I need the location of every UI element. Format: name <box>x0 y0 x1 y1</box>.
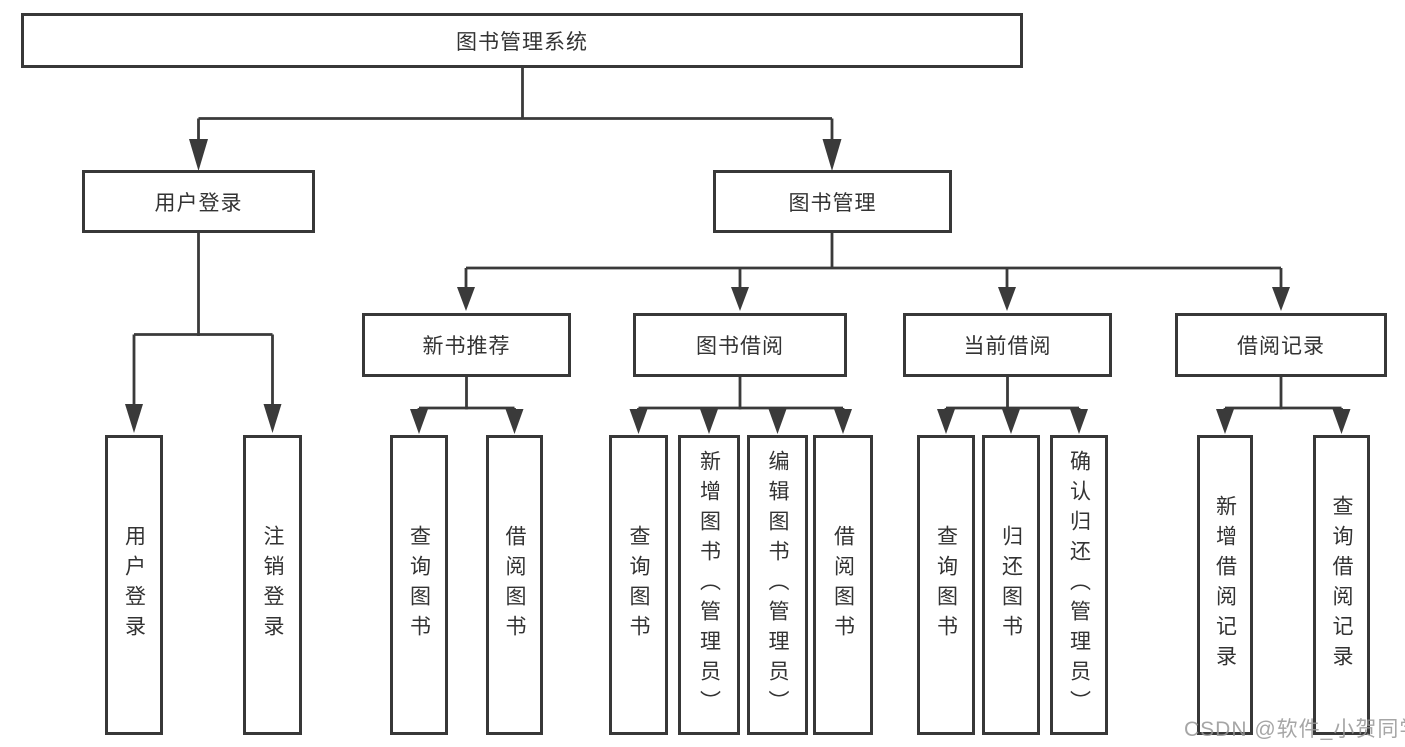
leaf-rec-query-books: 查询图书 <box>390 435 448 735</box>
node-root-label: 图书管理系统 <box>456 30 588 54</box>
connector-path <box>1223 377 1343 412</box>
node-user-login-label: 用户登录 <box>154 191 243 215</box>
node-new-book-recommend-label: 新书推荐 <box>422 335 511 358</box>
leaf-br-add-record: 新增借阅记录 <box>1197 435 1253 735</box>
arrowhead-icon <box>700 409 718 434</box>
node-current-borrow: 当前借阅 <box>903 313 1112 377</box>
leaf-cb-confirm-return-admin: 确认归还（管理员） <box>1050 435 1108 735</box>
arrowhead-icon <box>937 409 955 434</box>
arrowhead-icon <box>1272 287 1290 311</box>
node-book-borrow: 图书借阅 <box>633 313 847 377</box>
arrowhead-icon <box>410 409 428 434</box>
connector-path <box>944 377 1081 412</box>
connector-current-borrow-to-leaves <box>937 377 1088 434</box>
node-current-borrow-label: 当前借阅 <box>963 335 1052 358</box>
node-user-login: 用户登录 <box>82 170 315 233</box>
csdn-watermark: CSDN @软件_小贺同学 <box>1184 718 1405 741</box>
leaf-rec-borrow-books: 借阅图书 <box>486 435 543 735</box>
arrowhead-icon <box>457 287 475 311</box>
arrowhead-icon <box>629 409 648 434</box>
arrowhead-icon <box>1216 409 1234 434</box>
arrowhead-icon <box>1002 409 1020 434</box>
leaf-label: 借阅图书 <box>503 525 526 645</box>
leaf-logout: 注销登录 <box>243 435 302 735</box>
connector-root-to-level2 <box>189 68 842 171</box>
connector-path <box>132 233 274 406</box>
arrowhead-icon <box>263 404 282 433</box>
leaf-br-query-record: 查询借阅记录 <box>1313 435 1370 735</box>
leaf-label: 新增图书（管理员） <box>697 450 721 720</box>
connector-path <box>417 377 516 412</box>
leaf-label: 注销登录 <box>261 525 284 645</box>
leaf-label: 新增借阅记录 <box>1213 495 1237 675</box>
arrowhead-icon <box>998 287 1016 311</box>
arrowhead-icon <box>505 409 524 434</box>
leaf-bb-query-books: 查询图书 <box>609 435 668 735</box>
arrowhead-icon <box>834 409 852 434</box>
leaf-bb-borrow-books: 借阅图书 <box>813 435 873 735</box>
connector-path <box>637 377 845 412</box>
leaf-label: 归还图书 <box>999 525 1023 645</box>
connector-path <box>197 68 834 142</box>
leaf-cb-query-books: 查询图书 <box>917 435 975 735</box>
connector-new-book-rec-to-leaves <box>410 377 524 434</box>
leaf-label: 编辑图书（管理员） <box>766 450 789 720</box>
arrowhead-icon <box>768 409 787 434</box>
leaf-user-login: 用户登录 <box>105 435 163 735</box>
connector-path <box>464 233 1283 290</box>
leaf-bb-add-books-admin: 新增图书（管理员） <box>678 435 740 735</box>
node-book-management-label: 图书管理 <box>788 191 877 215</box>
arrowhead-icon <box>731 287 749 311</box>
connector-book-mgmt-to-level3 <box>457 233 1290 311</box>
leaf-label: 查询图书 <box>627 525 650 645</box>
arrowhead-icon <box>125 404 143 433</box>
connector-user-login-to-leaves <box>125 233 282 433</box>
leaf-bb-edit-books-admin: 编辑图书（管理员） <box>747 435 808 735</box>
node-book-management: 图书管理 <box>713 170 952 233</box>
leaf-cb-return-books: 归还图书 <box>982 435 1040 735</box>
leaf-label: 查询借阅记录 <box>1330 495 1353 675</box>
arrowhead-icon <box>1332 409 1351 434</box>
node-root: 图书管理系统 <box>21 13 1023 68</box>
node-new-book-recommend: 新书推荐 <box>362 313 571 377</box>
leaf-label: 确认归还（管理员） <box>1067 450 1091 720</box>
node-borrow-records: 借阅记录 <box>1175 313 1387 377</box>
leaf-label: 用户登录 <box>122 525 146 645</box>
node-borrow-records-label: 借阅记录 <box>1237 335 1325 358</box>
connector-borrow-records-to-leaves <box>1216 377 1351 434</box>
node-book-borrow-label: 图书借阅 <box>696 335 784 358</box>
leaf-label: 查询图书 <box>407 525 431 645</box>
arrowhead-icon <box>189 139 208 171</box>
leaf-label: 查询图书 <box>934 525 958 645</box>
arrowhead-icon <box>822 139 842 171</box>
leaf-label: 借阅图书 <box>831 525 855 645</box>
connector-book-borrow-to-leaves <box>629 377 852 434</box>
arrowhead-icon <box>1070 409 1088 434</box>
